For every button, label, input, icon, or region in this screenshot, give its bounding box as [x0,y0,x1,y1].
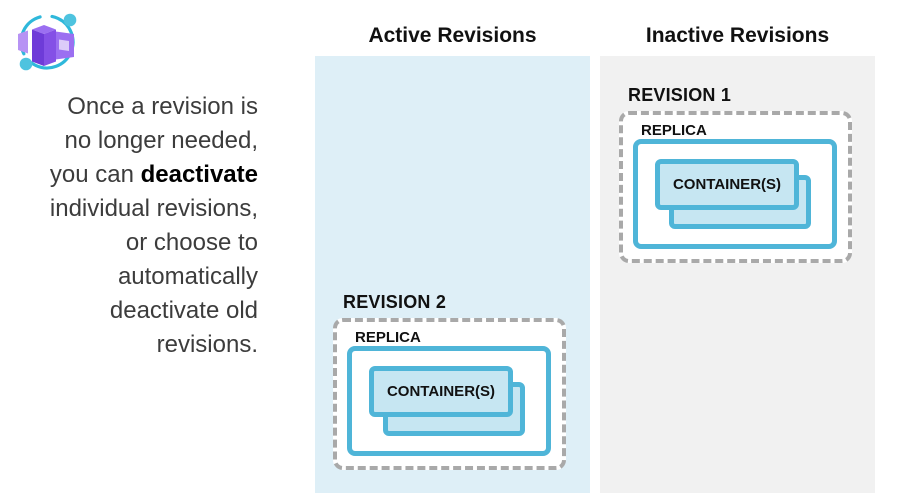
container-apps-icon-svg [18,13,77,71]
inactive-revisions-panel: REVISION 1 REPLICA CONTAINER(S) [600,56,875,493]
cube-right-window [59,39,69,51]
intro-line-6: automatically [117,263,258,290]
intro-line-5: or choose to [125,229,258,256]
revision-1-container-front: CONTAINER(S) [655,159,799,210]
inactive-revisions-heading: Inactive Revisions [645,24,830,47]
orbit-dot-bottom [19,57,33,71]
revision-1-containers-label: CONTAINER(S) [672,176,782,193]
revision-1-box: REPLICA CONTAINER(S) [619,111,852,263]
container-apps-icon [12,8,82,74]
revision-1-replica-box: CONTAINER(S) [633,139,837,249]
active-revisions-panel: REVISION 2 REPLICA CONTAINER(S) [315,56,590,493]
intro-line-3-pre: you can [49,161,141,188]
revision-1-label: REVISION 1 [628,85,732,105]
intro-line-3: you can deactivate [50,158,258,192]
cube-left-slab [18,30,28,54]
intro-line-7: deactivate old [109,297,258,324]
cube-front-face [32,29,44,66]
intro-line-2: no longer needed, [64,127,259,154]
revision-2-container-front: CONTAINER(S) [369,366,513,417]
revision-2-replica-label: REPLICA [355,329,421,346]
intro-text: Once a revision is no longer needed, you… [50,90,258,362]
active-revisions-heading: Active Revisions [368,24,537,47]
intro-line-1: Once a revision is [67,93,258,120]
revision-2-replica-box: CONTAINER(S) [347,346,551,456]
intro-line-8: revisions. [156,331,258,358]
intro-emphasis-deactivate: deactivate [140,161,258,188]
intro-line-4: individual revisions, [49,195,258,222]
revision-2-containers-label: CONTAINER(S) [386,383,496,400]
cube-side-face [44,29,56,66]
revision-2-box: REPLICA CONTAINER(S) [333,318,566,470]
revision-2-label: REVISION 2 [343,292,447,312]
orbit-dot-top [63,13,77,27]
revision-1-replica-label: REPLICA [641,122,707,139]
